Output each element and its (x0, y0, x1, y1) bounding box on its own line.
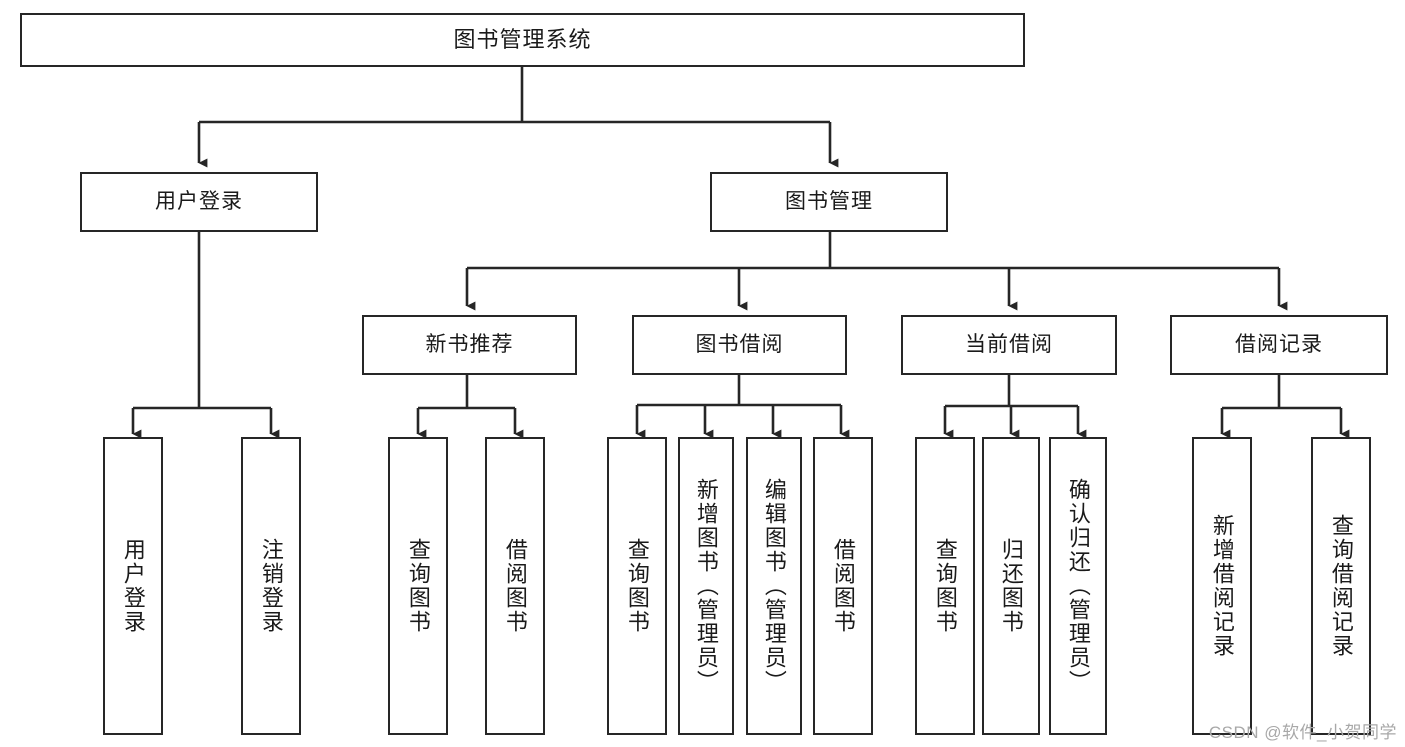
node-current-borrow[interactable]: 当前借阅 (901, 315, 1117, 375)
node-label: 新增借阅记录 (1209, 514, 1235, 658)
leaf-user-login-login[interactable]: 用户登录 (103, 437, 163, 735)
leaf-user-login-logout[interactable]: 注销登录 (241, 437, 301, 735)
node-user-login[interactable]: 用户登录 (80, 172, 318, 232)
node-book-borrow[interactable]: 图书借阅 (632, 315, 847, 375)
node-label: 当前借阅 (965, 332, 1053, 356)
leaf-current-borrow-return-book[interactable]: 归还图书 (982, 437, 1040, 735)
node-label: 注销登录 (258, 538, 284, 634)
watermark: CSDN @软件_小贺同学 (1208, 723, 1397, 742)
node-label: 归还图书 (998, 538, 1024, 634)
node-label: 借阅图书 (502, 538, 528, 634)
node-label: 查询图书 (932, 538, 958, 634)
node-label: 用户登录 (155, 189, 243, 213)
leaf-current-borrow-query-book[interactable]: 查询图书 (915, 437, 975, 735)
node-label: 确认归还（管理员） (1065, 478, 1091, 694)
node-label: 查询图书 (624, 538, 650, 634)
node-label: 图书管理系统 (453, 27, 592, 53)
leaf-book-borrow-borrow-book[interactable]: 借阅图书 (813, 437, 873, 735)
node-label: 查询借阅记录 (1328, 514, 1354, 658)
node-label: 新增图书（管理员） (693, 478, 719, 694)
node-new-book-recommend[interactable]: 新书推荐 (362, 315, 577, 375)
node-label: 新书推荐 (425, 332, 514, 356)
node-label: 借阅记录 (1235, 332, 1323, 356)
node-label: 借阅图书 (830, 538, 856, 634)
node-label: 图书借阅 (695, 332, 784, 356)
leaf-book-borrow-add-book-admin[interactable]: 新增图书（管理员） (678, 437, 734, 735)
node-book-management[interactable]: 图书管理 (710, 172, 948, 232)
leaf-borrow-record-add-record[interactable]: 新增借阅记录 (1192, 437, 1252, 735)
leaf-borrow-record-query-record[interactable]: 查询借阅记录 (1311, 437, 1371, 735)
node-label: 查询图书 (405, 538, 431, 634)
node-label: 编辑图书（管理员） (761, 478, 787, 694)
leaf-new-book-query-book[interactable]: 查询图书 (388, 437, 448, 735)
leaf-book-borrow-query-book[interactable]: 查询图书 (607, 437, 667, 735)
node-borrow-record[interactable]: 借阅记录 (1170, 315, 1388, 375)
node-label: 图书管理 (785, 189, 873, 213)
leaf-new-book-borrow-book[interactable]: 借阅图书 (485, 437, 545, 735)
node-label: 用户登录 (120, 538, 146, 634)
leaf-book-borrow-edit-book-admin[interactable]: 编辑图书（管理员） (746, 437, 802, 735)
leaf-current-borrow-confirm-return-admin[interactable]: 确认归还（管理员） (1049, 437, 1107, 735)
node-root-book-management-system[interactable]: 图书管理系统 (20, 13, 1025, 67)
